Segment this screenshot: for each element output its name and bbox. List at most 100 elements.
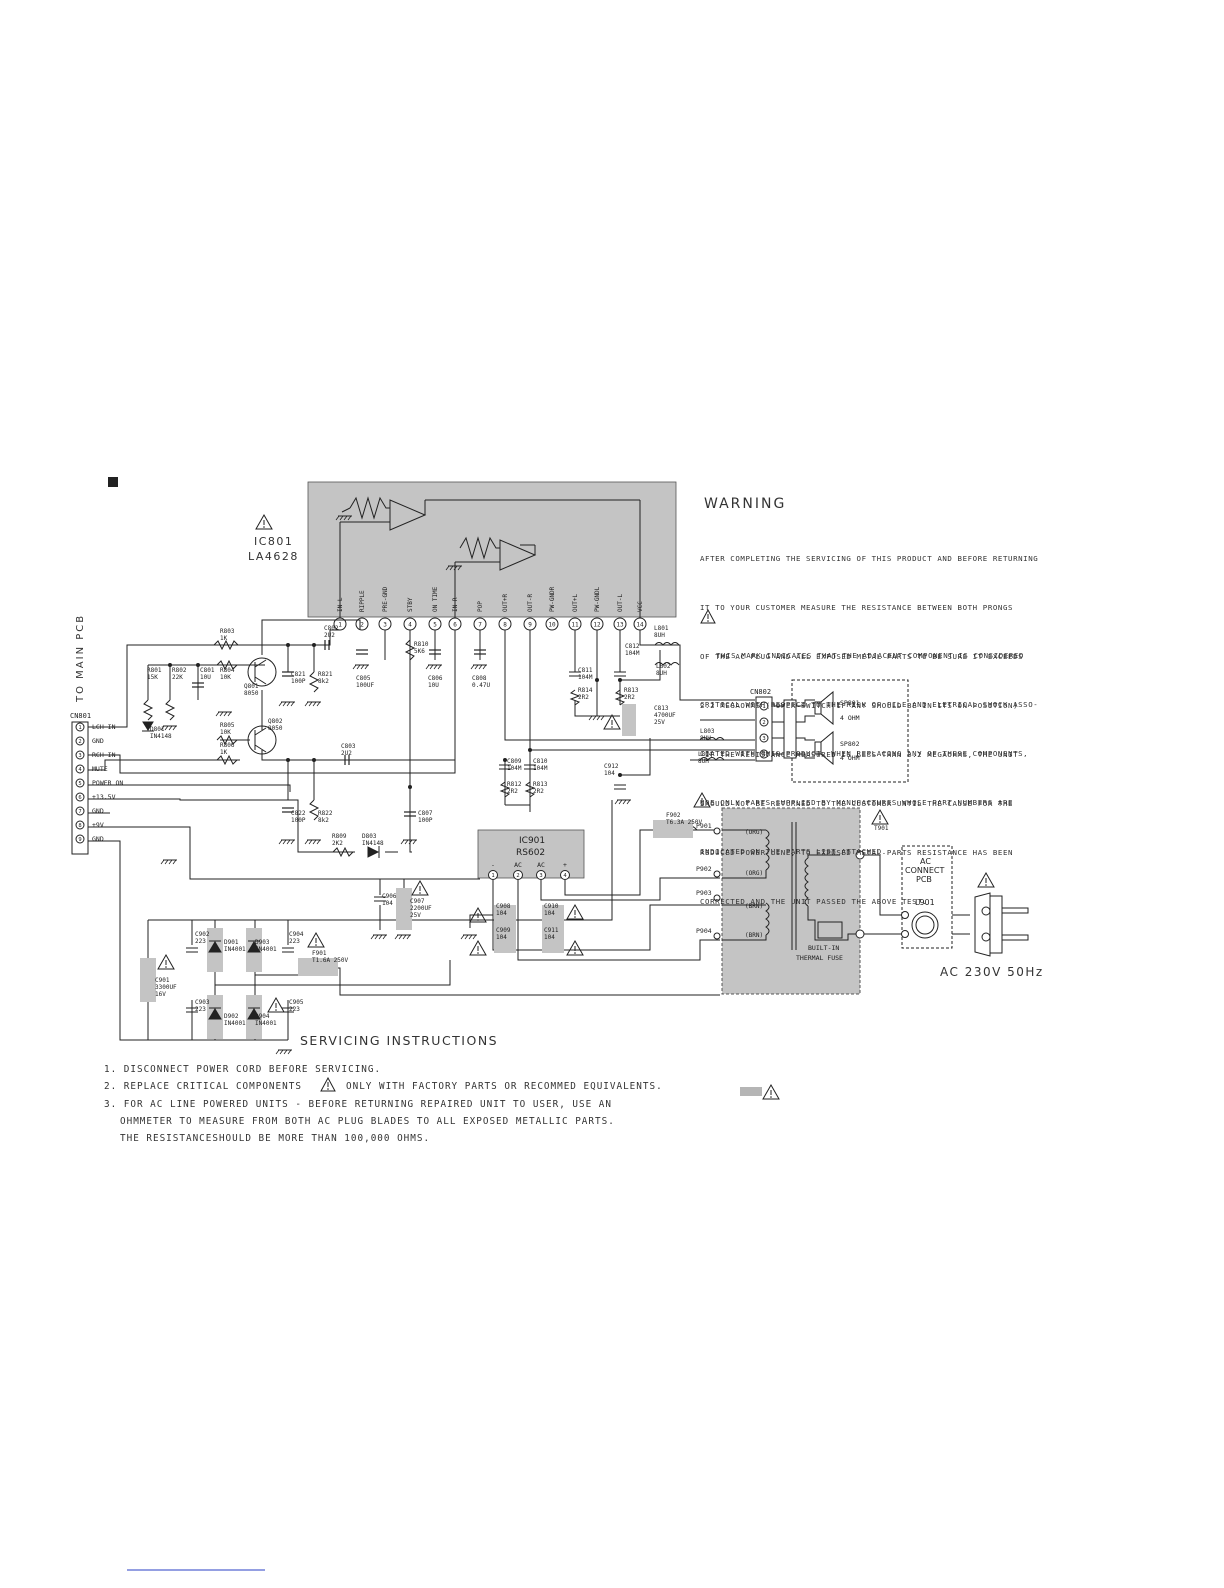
cn801-pin-number: 8	[78, 823, 81, 829]
component-labels: R8031KR80115KR80222KC80110UR80410KQ80180…	[147, 625, 889, 1027]
ic801-pin-name: POP	[477, 601, 484, 612]
component-label-l802: L802	[656, 663, 671, 670]
warning-line: AFTER COMPLETING THE SERVICING OF THIS P…	[700, 554, 1039, 563]
component-label-c907: 25V	[410, 912, 421, 919]
transformer-terminal-top	[855, 850, 865, 860]
transformer-port-terminal	[713, 827, 721, 835]
l901-coil-inner	[915, 915, 935, 935]
ic801-pin-number: 3	[383, 622, 387, 629]
cn801-pin-4	[75, 764, 85, 774]
ic801-opamp-right	[454, 536, 537, 618]
d801-diode	[142, 721, 154, 732]
ic801-pin-name: OUT+L	[572, 594, 579, 612]
ac-connect-line1: AC	[920, 857, 931, 866]
component-label-c912: 104	[604, 770, 615, 777]
component-label-c808: 0.47U	[472, 682, 490, 689]
component-label-r809: R809	[332, 833, 347, 840]
q802-transistor	[247, 725, 277, 755]
component-label-r801: 15K	[147, 674, 158, 681]
cn801-pin-number: 7	[78, 809, 81, 815]
ic801-block	[307, 481, 677, 618]
component-label-r804: R804	[220, 667, 235, 674]
ic901-pin-1	[488, 870, 498, 880]
ic801-pin-number: 13	[616, 622, 624, 629]
cn801-pin-3	[75, 750, 85, 760]
cn801-pin-label: +9V	[92, 821, 104, 829]
cn801-pin-number: 3	[78, 753, 81, 759]
ic901-pin-label: AC	[537, 861, 545, 869]
component-label-c805: 100UF	[356, 682, 374, 689]
ac-plug-wiring	[952, 892, 1029, 957]
cn801-ref: CN801	[70, 712, 91, 720]
left-wiring	[88, 619, 481, 1041]
component-label-d901: IN4001	[224, 946, 246, 953]
component-label-c902: C902	[195, 931, 210, 938]
cn802-pin-4	[759, 749, 769, 759]
cn802-pin-number: 3	[762, 736, 765, 742]
component-label-c901: 3300UF	[155, 984, 177, 991]
warning-line: IT TO YOUR CUSTOMER MEASURE THE RESISTAN…	[700, 603, 1014, 612]
component-label-c808: C808	[472, 675, 487, 682]
transformer-winding-label: (BRN)	[745, 932, 763, 939]
warning-line: CORRECTED AND THE UNIT PASSED THE ABOVE …	[700, 897, 928, 906]
junction-dots	[168, 643, 622, 789]
component-label-l801: 8UH	[654, 632, 665, 639]
cn801-pin-label: GND	[92, 737, 104, 745]
component-label-c809: C809	[507, 758, 522, 765]
component-label-c908: 104	[496, 910, 507, 917]
component-label-c901: 16V	[155, 991, 166, 998]
ic901-pin-number: 4	[563, 873, 567, 879]
thermal-fuse-label-2: THERMAL FUSE	[796, 954, 843, 962]
component-label-d902: IN4001	[224, 1020, 246, 1027]
ic901-pin-2	[513, 870, 523, 880]
component-label-c813: C813	[654, 705, 669, 712]
ic801-pin-name: ON TIME	[432, 586, 439, 612]
output-wiring	[504, 630, 755, 812]
component-label-r802: 22K	[172, 674, 183, 681]
component-label-r821: 8k2	[318, 678, 329, 685]
component-label-d903: IN4001	[255, 946, 277, 953]
transformer-port-label: P904	[696, 927, 712, 935]
ac-connect-line2: CONNECT	[905, 866, 944, 875]
warning-line: REDUCED POWER LINE, TO EXPOSED METAL PAR…	[700, 848, 1014, 857]
component-label-r806: 1K	[220, 749, 228, 756]
ic901-pin-3	[536, 870, 546, 880]
mark-line: THIS MARK INDICATES THAT THE ADJACENT CO…	[716, 651, 1025, 660]
component-label-r813b: 2R2	[624, 694, 635, 701]
ic801-pin-number: 10	[548, 622, 556, 629]
component-label-c905: C905	[289, 999, 304, 1006]
cn801-pin-number: 2	[78, 739, 81, 745]
cn801-pin-label: POWER ON	[92, 779, 123, 787]
component-label-c805: C805	[356, 675, 371, 682]
component-label-d801: D801	[150, 726, 165, 733]
f901-shade	[298, 958, 338, 976]
component-label-r822: 8k2	[318, 817, 329, 824]
servicing-item-2: 2. REPLACE CRITICAL COMPONENTS	[104, 1081, 302, 1092]
component-label-r803: R803	[220, 628, 235, 635]
component-label-c906: 104	[382, 900, 393, 907]
component-label-c802: C802	[324, 625, 339, 632]
mark-warning-icon	[700, 609, 716, 624]
ic901-part: RS602	[516, 848, 545, 858]
component-label-r810: 5K6	[414, 648, 425, 655]
transformer-port-terminal	[713, 870, 721, 878]
speaker-wiring	[772, 690, 834, 766]
component-label-c802: 2U2	[324, 632, 335, 639]
component-label-l803: L803	[700, 728, 715, 735]
ic801-pin-number: 5	[433, 622, 437, 629]
component-label-c909: 104	[496, 934, 507, 941]
component-label-c806: 10U	[428, 682, 439, 689]
component-label-r813: 2R2	[533, 788, 544, 795]
cn801-pin-2	[75, 736, 85, 746]
ic801-pin-2	[355, 617, 369, 631]
ic801-pin-number: 4	[408, 622, 412, 629]
warning-line: IF THE RESISTANCE MEASURED IS LESS THAN …	[700, 750, 1019, 759]
component-label-r809: 2K2	[332, 840, 343, 847]
component-label-c904: C904	[289, 931, 304, 938]
component-label-c822: 100P	[291, 817, 306, 824]
component-label-c909: C909	[496, 927, 511, 934]
transformer-port-label: P901	[696, 822, 712, 830]
